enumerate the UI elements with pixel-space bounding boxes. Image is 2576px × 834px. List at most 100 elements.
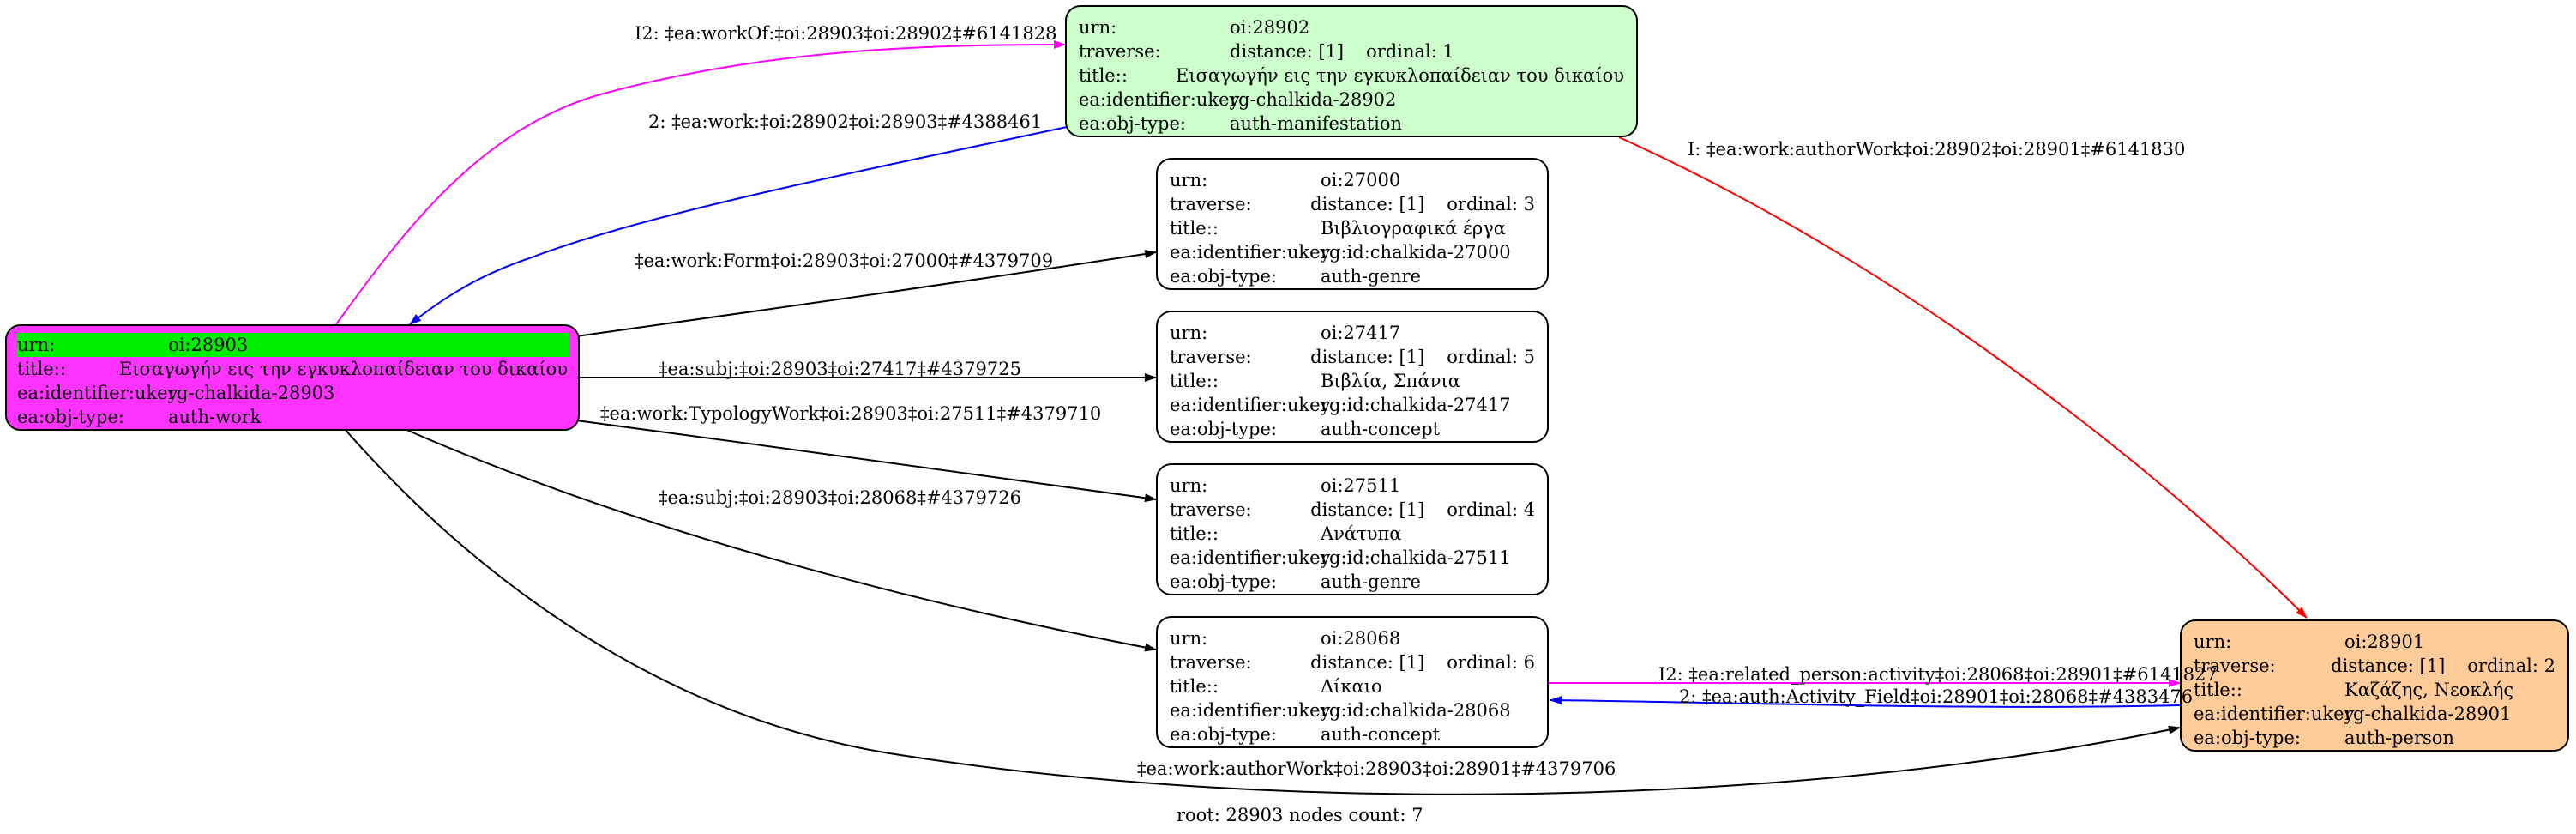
ukey-key: ea:identifier:ukey	[1170, 700, 1331, 721]
title-key: title::	[1079, 65, 1128, 86]
edge-form	[575, 250, 1157, 337]
node-root-28903[interactable]: urn: oi:28903 title:: Εισαγωγήν εις την …	[5, 324, 580, 431]
ordinal-value: ordinal: 1	[1366, 41, 1454, 62]
type-value: auth-concept	[1321, 724, 1441, 745]
edge-typology	[575, 420, 1157, 503]
traverse-key: traverse:	[1170, 347, 1252, 367]
ukey-key: ea:identifier:ukey	[1170, 395, 1331, 415]
title-key: title::	[2194, 680, 2242, 700]
ukey-key: ea:identifier:ukey	[1170, 242, 1331, 263]
ukey-value: rg:id:chalkida-27000	[1321, 242, 1511, 263]
type-key: ea:obj-type:	[1170, 571, 1277, 592]
node-27511[interactable]: urn: oi:27511 traverse: distance: [1] ordin…	[1156, 463, 1549, 595]
node-28068[interactable]: urn: oi:28068 traverse: distance: [1] ordin…	[1156, 616, 1549, 748]
title-value: Ανάτυπα	[1321, 523, 1402, 544]
type-value: auth-concept	[1321, 419, 1441, 439]
title-row: title:: Εισαγωγήν εις την εγκυκλοπαίδεια…	[17, 357, 568, 381]
edge-authorwork-red	[1618, 136, 2308, 619]
edge-activity-field	[1550, 696, 2181, 708]
traverse-key: traverse:	[1170, 499, 1252, 520]
type-key: ea:obj-type:	[17, 407, 124, 427]
ordinal-value: ordinal: 3	[1447, 194, 1535, 215]
urn-key: urn:	[1170, 475, 1208, 496]
edge-authorwork-black	[344, 428, 2181, 795]
ordinal-value: ordinal: 6	[1447, 652, 1535, 673]
distance-value: distance: [1]	[1310, 652, 1425, 673]
ukey-value: rg:id:chalkida-28068	[1321, 700, 1511, 721]
edge-label-form: ‡ea:work:Form‡oi:28903‡oi:27000‡#4379709	[635, 251, 1054, 271]
type-key: ea:obj-type:	[1170, 724, 1277, 745]
type-key: ea:obj-type:	[2194, 728, 2301, 748]
ukey-key: ea:identifier:ukey	[1079, 89, 1240, 110]
type-key: ea:obj-type:	[1079, 113, 1186, 134]
type-key: ea:obj-type:	[1170, 419, 1277, 439]
title-value: Δίκαιο	[1321, 676, 1382, 697]
distance-value: distance: [1]	[2331, 656, 2446, 676]
footer-node-count: root: 28903 nodes count: 7	[1177, 805, 1423, 825]
urn-key: urn:	[1170, 628, 1208, 649]
type-key: ea:obj-type:	[1170, 266, 1277, 287]
type-value: auth-manifestation	[1230, 113, 1403, 134]
urn-key: urn:	[1079, 17, 1117, 38]
ukey-value: rg-chalkida-28902	[1230, 89, 1397, 110]
traverse-key: traverse:	[2194, 656, 2276, 676]
edge-label-authorwork-black: ‡ea:work:authorWork‡oi:28903‡oi:28901‡#4…	[1137, 758, 1616, 779]
type-value: auth-genre	[1321, 266, 1421, 287]
ordinal-value: ordinal: 5	[1447, 347, 1535, 367]
edge-label-related-person: I2: ‡ea:related_person:activity‡oi:28068…	[1658, 664, 2218, 685]
title-value: Εισαγωγήν εις την εγκυκλοπαίδειαν του δι…	[1175, 65, 1624, 86]
edge-work	[409, 126, 1068, 325]
urn-key: urn:	[1170, 323, 1208, 343]
node-28901[interactable]: urn:oi:28901 traverse:distance: [1]ordin…	[2180, 619, 2569, 752]
type-value: auth-genre	[1321, 571, 1421, 592]
title-key: title::	[17, 359, 66, 379]
type-value: auth-person	[2344, 728, 2454, 748]
traverse-key: traverse:	[1170, 194, 1252, 215]
edge-subj-28068	[404, 428, 1157, 652]
urn-value: oi:28902	[1230, 17, 1310, 38]
edge-label-subj-28068: ‡ea:subj:‡oi:28903‡oi:28068‡#4379726	[659, 487, 1021, 508]
title-value: Καζάζης, Νεοκλής	[2344, 680, 2514, 700]
urn-key: urn:	[17, 335, 56, 355]
edge-label-authorwork-red: I: ‡ea:work:authorWork‡oi:28902‡oi:28901…	[1688, 139, 2186, 160]
urn-value: oi:28068	[1321, 628, 1401, 649]
distance-value: distance: [1]	[1310, 499, 1425, 520]
node-27417[interactable]: urn:oi:27417 traverse:distance: [1]ordin…	[1156, 311, 1549, 443]
edge-label-subj-27417: ‡ea:subj:‡oi:28903‡oi:27417‡#4379725	[659, 359, 1021, 379]
urn-key: urn:	[1170, 170, 1208, 190]
ukey-value: rg-chalkida-28903	[168, 383, 335, 403]
edge-label-work: 2: ‡ea:work:‡oi:28902‡oi:28903‡#4388461	[648, 112, 1043, 132]
traverse-key: traverse:	[1170, 652, 1252, 673]
node-28902[interactable]: urn: oi:28902 traverse: distance: [1] ordin…	[1065, 5, 1638, 137]
title-key: title::	[1170, 218, 1219, 239]
ordinal-value: ordinal: 2	[2467, 656, 2555, 676]
urn-value: oi:27000	[1321, 170, 1401, 190]
title-key: title::	[1170, 371, 1219, 391]
title-key: title::	[1170, 523, 1219, 544]
urn-value: oi:27417	[1321, 323, 1401, 343]
edge-workof	[335, 40, 1066, 325]
ordinal-value: ordinal: 4	[1447, 499, 1535, 520]
distance-value: distance: [1]	[1230, 41, 1345, 62]
ukey-key: ea:identifier:ukey	[2194, 704, 2355, 724]
ukey-value: rg:id:chalkida-27511	[1321, 547, 1511, 568]
title-key: title::	[1170, 676, 1219, 697]
title-value: Βιβλιογραφικά έργα	[1321, 218, 1506, 239]
title-value: Βιβλία, Σπάνια	[1321, 371, 1460, 391]
edge-label-typology: ‡ea:work:TypologyWork‡oi:28903‡oi:27511‡…	[600, 403, 1102, 424]
edge-label-workof: I2: ‡ea:workOf:‡oi:28903‡oi:28902‡#61418…	[635, 23, 1057, 44]
title-value: Εισαγωγήν εις την εγκυκλοπαίδειαν του δι…	[118, 359, 568, 379]
root-urn-row: urn: oi:28903	[17, 333, 569, 357]
traverse-key: traverse:	[1079, 41, 1161, 62]
distance-value: distance: [1]	[1310, 194, 1425, 215]
urn-value: oi:28903	[168, 335, 249, 355]
ukey-key: ea:identifier:ukey	[1170, 547, 1331, 568]
ukey-value: rg:id:chalkida-27417	[1321, 395, 1511, 415]
type-value: auth-work	[168, 407, 262, 427]
urn-value: oi:28901	[2344, 632, 2425, 652]
ukey-key: ea:identifier:ukey	[17, 383, 178, 403]
urn-value: oi:27511	[1321, 475, 1401, 496]
ukey-value: rg-chalkida-28901	[2344, 704, 2512, 724]
node-27000[interactable]: urn: oi:27000 traverse: distance: [1] ordin…	[1156, 158, 1549, 290]
